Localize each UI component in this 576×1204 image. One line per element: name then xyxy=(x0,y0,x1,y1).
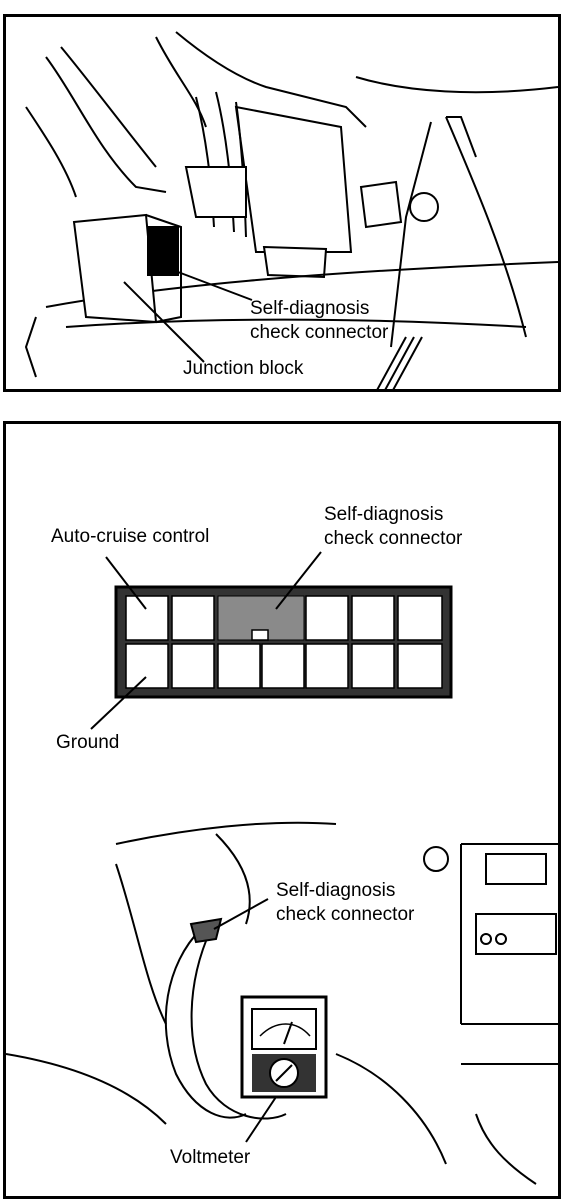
label-check-connector-line2: check connector xyxy=(250,322,389,343)
label-voltmeter: Voltmeter xyxy=(170,1147,251,1168)
dashboard-underside-drawing xyxy=(24,31,558,389)
label-auto-cruise-control: Auto-cruise control xyxy=(51,526,210,547)
label-check-connector-line2: check connector xyxy=(324,528,463,549)
label-self-diagnosis-line1: Self-diagnosis xyxy=(324,504,444,525)
voltmeter-icon xyxy=(240,995,328,1099)
panel-junction-block: Self-diagnosis check connector Junction … xyxy=(3,14,561,392)
pin-ground xyxy=(125,643,169,689)
pin-auto-cruise xyxy=(125,595,169,641)
label-self-diagnosis-line1-lower: Self-diagnosis xyxy=(276,880,396,901)
panel-connector-diagram: Auto-cruise control Self-diagnosis check… xyxy=(3,421,561,1199)
connector-and-voltmeter-drawing xyxy=(6,551,558,1185)
label-check-connector-line2-lower: check connector xyxy=(276,904,415,925)
label-ground: Ground xyxy=(56,732,120,753)
label-junction-block: Junction block xyxy=(183,358,304,379)
label-self-diagnosis-line1: Self-diagnosis xyxy=(250,298,370,319)
